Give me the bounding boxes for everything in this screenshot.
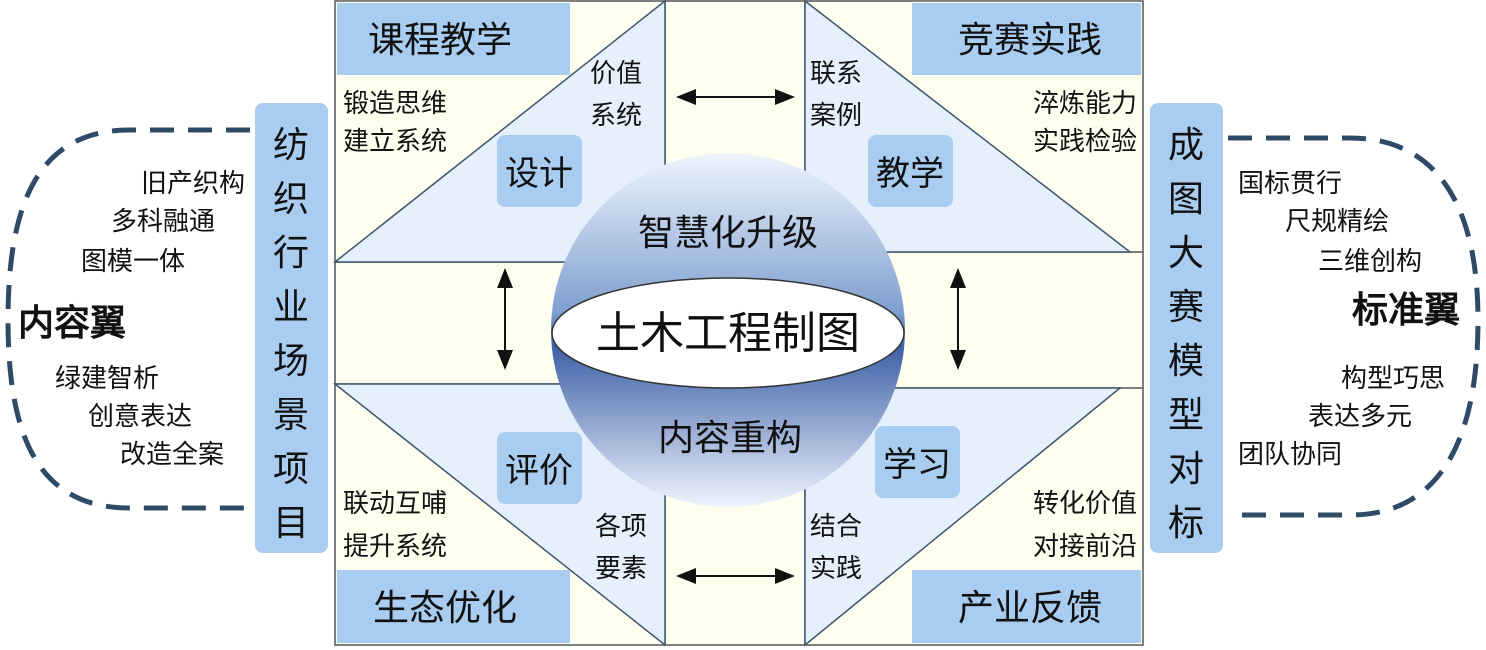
tag-design-box	[497, 135, 582, 207]
right-wing-item: 三维创构	[1318, 247, 1422, 277]
left-wing-item: 图模一体	[81, 247, 185, 277]
svg-text:目: 目	[273, 503, 309, 544]
bl-text-1: 联动互哺	[343, 489, 447, 519]
label-ecology: 生态优化	[373, 588, 517, 629]
right-wing-item: 表达多元	[1308, 402, 1412, 432]
right-wing-item: 国标贯行	[1238, 169, 1342, 199]
left-wing-title: 内容翼	[18, 303, 126, 344]
tag-evaluation-box	[497, 432, 582, 504]
br-inner-2: 实践	[810, 554, 862, 584]
tag-teaching-box	[868, 135, 953, 207]
tag-design: 设计	[505, 154, 573, 194]
tag-learning: 学习	[883, 445, 951, 485]
left-wing-item: 旧产织构	[141, 169, 245, 199]
tl-text-1: 锻造思维	[343, 89, 447, 119]
tr-inner-1: 联系	[810, 59, 862, 89]
tag-teaching: 教学	[876, 154, 944, 194]
br-text-2: 对接前沿	[1033, 532, 1137, 562]
tl-text-2: 建立系统	[343, 127, 447, 157]
tag-learning-box	[875, 426, 960, 498]
left-wing-item: 多科融通	[111, 207, 215, 237]
svg-text:赛: 赛	[1168, 287, 1204, 328]
label-industry: 产业反馈	[958, 588, 1102, 629]
svg-text:对: 对	[1168, 449, 1204, 490]
right-pillar	[1150, 103, 1223, 553]
svg-text:景: 景	[273, 395, 309, 436]
right-wing-item: 尺规精绘	[1285, 207, 1389, 237]
svg-text:场: 场	[273, 341, 309, 382]
center-bottom-text: 内容重构	[658, 418, 802, 459]
svg-text:成: 成	[1168, 125, 1204, 166]
right-pillar-text: 成 图 大 赛 模 型 对 标	[1168, 125, 1204, 544]
bl-inner-2: 要素	[595, 554, 647, 584]
tr-inner-2: 案例	[810, 101, 862, 131]
right-wing-outline	[1228, 135, 1481, 518]
bl-text-2: 提升系统	[343, 532, 447, 562]
label-box-top-left	[337, 3, 570, 75]
svg-text:图: 图	[1168, 179, 1204, 220]
left-pillar	[255, 103, 328, 553]
label-competition: 竞赛实践	[958, 20, 1102, 61]
svg-text:模: 模	[1168, 341, 1204, 382]
svg-text:项: 项	[273, 449, 309, 490]
label-box-bottom-left	[337, 570, 570, 643]
br-inner-1: 结合	[810, 512, 862, 542]
left-wing-item: 改造全案	[120, 440, 224, 470]
right-wing-title: 标准翼	[1352, 290, 1460, 331]
right-wing-item: 团队协同	[1238, 440, 1342, 470]
tl-inner-1: 价值	[590, 59, 642, 89]
svg-text:纺: 纺	[273, 125, 309, 166]
triangle-bottom-left	[332, 383, 666, 647]
tl-inner-2: 系统	[590, 101, 642, 131]
bl-inner-1: 各项	[595, 512, 647, 542]
br-text-1: 转化价值	[1033, 489, 1137, 519]
tr-text-2: 实践检验	[1033, 127, 1137, 157]
left-pillar-text: 纺 织 行 业 场 景 项 目	[273, 125, 309, 544]
label-box-bottom-right	[912, 570, 1141, 643]
right-wing-item: 构型巧思	[1341, 364, 1445, 394]
svg-text:行: 行	[273, 233, 309, 274]
center-ellipse	[551, 277, 905, 389]
label-box-top-right	[912, 3, 1141, 75]
svg-text:标: 标	[1168, 503, 1204, 544]
triangle-top-left	[332, 0, 666, 263]
left-wing-item: 创意表达	[88, 402, 192, 432]
svg-text:业: 业	[273, 287, 309, 328]
svg-text:大: 大	[1168, 233, 1204, 274]
tr-text-1: 淬炼能力	[1033, 89, 1137, 119]
center-title: 土木工程制图	[596, 308, 860, 359]
tag-evaluation: 评价	[505, 451, 573, 491]
left-wing-item: 绿建智析	[55, 364, 159, 394]
center-top-text: 智慧化升级	[638, 213, 818, 254]
svg-text:型: 型	[1168, 395, 1204, 436]
svg-text:织: 织	[273, 179, 309, 220]
label-course-teaching: 课程教学	[368, 20, 512, 61]
